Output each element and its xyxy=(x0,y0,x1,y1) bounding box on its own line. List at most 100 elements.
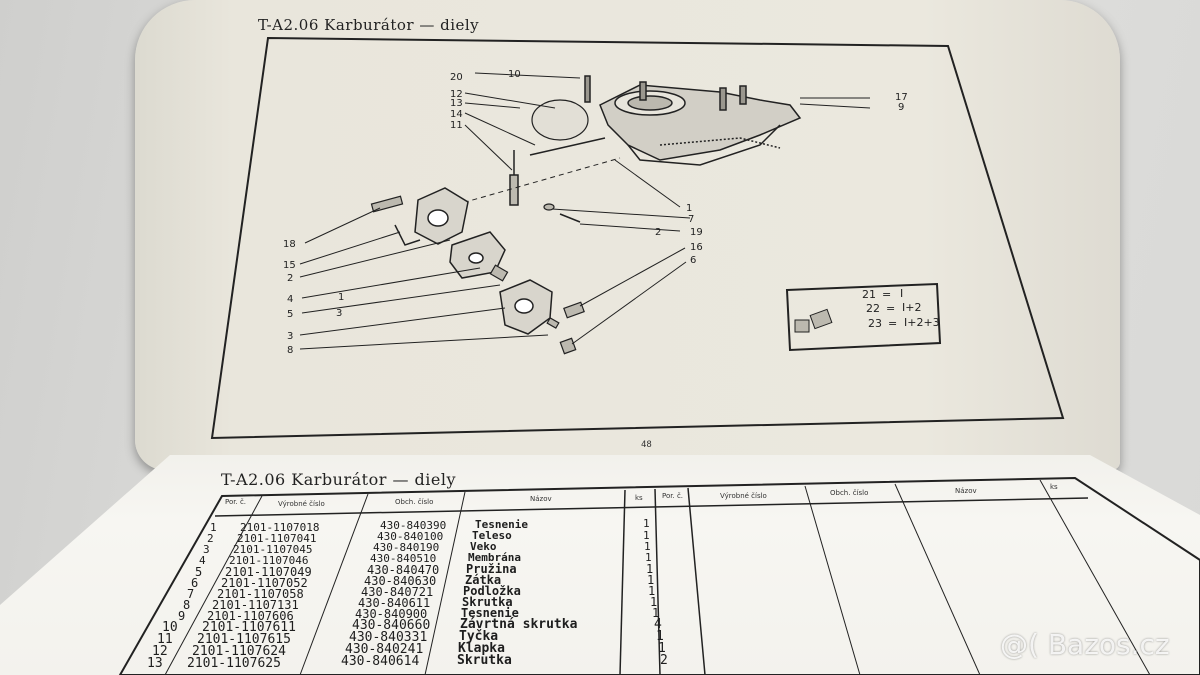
row-number: 6 xyxy=(191,576,199,590)
row-trade-number: 430-840721 xyxy=(361,585,434,599)
legend-box: 21 = I 22 = I+2 23 = I+2+3 xyxy=(785,282,942,352)
row-qty: 1 xyxy=(643,517,650,530)
page-number: 48 xyxy=(641,440,652,450)
header-vyrobne-2: Výrobné číslo xyxy=(720,492,767,500)
row-name: Veko xyxy=(470,540,497,553)
row-trade-number: 430-840100 xyxy=(377,530,444,543)
diagram-border xyxy=(210,36,1065,440)
callouts-right: 1 7 2 19 16 6 xyxy=(655,203,703,266)
row-trade-number: 430-840390 xyxy=(380,519,447,532)
header-por: Por. č. xyxy=(225,498,247,506)
row-part-number: 2101-1107045 xyxy=(233,543,313,556)
row-number: 10 xyxy=(162,620,178,635)
callout-14: 14 xyxy=(450,109,463,120)
callout-12: 12 xyxy=(450,89,463,100)
row-number: 4 xyxy=(199,554,206,567)
row-number: 11 xyxy=(157,632,173,647)
row-trade-number: 430-840510 xyxy=(370,552,437,565)
row-trade-number: 430-840470 xyxy=(367,563,440,577)
callout-inner-3: 3 xyxy=(336,308,342,319)
row-part-number: 2101-1107046 xyxy=(229,554,309,567)
throttle-flap xyxy=(531,99,589,141)
row-part-number: 2101-1107131 xyxy=(212,598,299,612)
row-name: Teleso xyxy=(472,529,512,542)
callout-18: 18 xyxy=(283,239,296,250)
legend-value-22: I+2 xyxy=(902,301,921,314)
row-qty: 1 xyxy=(644,540,651,553)
row-name: Klapka xyxy=(458,641,505,656)
row-part-number: 2101-1107625 xyxy=(187,656,281,671)
header-ks-2: ks xyxy=(1050,483,1058,491)
callouts-top: 20 10 12 13 14 11 17 9 xyxy=(450,69,908,131)
row-qty: 4 xyxy=(654,617,662,632)
row-part-number: 2101-1107606 xyxy=(207,609,294,623)
row-qty: 1 xyxy=(658,641,666,656)
valve-icon xyxy=(809,308,833,330)
lower-page-title: T-A2.06 Karburátor — diely xyxy=(221,470,457,489)
callout-3: 3 xyxy=(287,331,293,342)
pin xyxy=(559,213,581,223)
row-trade-number: 430-840241 xyxy=(345,642,424,657)
row-number: 7 xyxy=(187,587,195,601)
row-qty: 1 xyxy=(647,573,655,587)
callout-8: 8 xyxy=(287,345,293,356)
upper-page-title: T-A2.06 Karburátor — diely xyxy=(258,16,480,34)
row-part-number: 2101-1107049 xyxy=(225,565,312,579)
row-qty: 1 xyxy=(652,606,660,620)
row-name: Skrutka xyxy=(457,653,512,668)
legend-key-22: 22 xyxy=(866,302,880,315)
row-number: 5 xyxy=(195,565,203,579)
callout-20: 20 xyxy=(450,72,463,83)
legend-value-21: I xyxy=(900,287,903,300)
row-trade-number: 430-840630 xyxy=(364,574,437,588)
row-part-number: 2101-1107052 xyxy=(221,576,308,590)
callout-r-1: 1 xyxy=(686,203,692,214)
row-number: 3 xyxy=(203,543,210,556)
upper-page xyxy=(135,0,1120,470)
pump-cover xyxy=(414,187,469,245)
row-trade-number: 430-840614 xyxy=(341,654,420,669)
bracket-icon xyxy=(794,319,810,333)
row-name: Závrtná skrutka xyxy=(460,617,578,632)
row-trade-number: 430-840611 xyxy=(358,596,431,610)
header-vyrobne: Výrobné číslo xyxy=(278,500,325,508)
row-qty: 1 xyxy=(650,595,658,609)
row-trade-number: 430-840190 xyxy=(373,541,440,554)
screws xyxy=(370,195,585,355)
row-trade-number: 430-840331 xyxy=(349,630,428,645)
callout-5: 5 xyxy=(287,309,293,320)
row-part-number: 2101-1107041 xyxy=(237,532,317,545)
row-number: 1 xyxy=(210,521,217,534)
leader-lines-right xyxy=(551,97,871,345)
row-name: Pružina xyxy=(466,562,517,576)
callout-r-6: 6 xyxy=(690,255,696,266)
callouts-left: 18 15 2 4 5 3 8 1 3 xyxy=(283,239,344,356)
callout-r-19: 19 xyxy=(690,227,703,238)
callout-4: 4 xyxy=(287,294,293,305)
svg-text:=: = xyxy=(882,288,891,301)
row-qty: 2 xyxy=(660,653,668,668)
row-name: Tesnenie xyxy=(461,606,519,620)
row-qty: 1 xyxy=(648,584,656,598)
row-qty: 1 xyxy=(643,529,650,542)
callout-17: 17 xyxy=(895,92,908,103)
legend-key-21: 21 xyxy=(862,288,876,301)
row-part-number: 2101-1107615 xyxy=(197,632,291,647)
header-obch-2: Obch. číslo xyxy=(830,489,869,497)
callout-2: 2 xyxy=(287,273,293,284)
assembly-axis xyxy=(454,157,621,206)
callout-r-16: 16 xyxy=(690,242,703,253)
leader-lines-left xyxy=(299,72,581,350)
svg-text:=: = xyxy=(886,302,895,315)
callout-11: 11 xyxy=(450,120,463,131)
spring-clip xyxy=(394,224,421,246)
row-name: Tyčka xyxy=(459,629,499,644)
header-obch: Obch. číslo xyxy=(395,498,434,506)
svg-text:=: = xyxy=(888,317,897,330)
row-number: 2 xyxy=(207,532,214,545)
row-number: 12 xyxy=(152,644,168,659)
callout-9: 9 xyxy=(898,102,904,113)
callout-r-7: 7 xyxy=(688,214,694,225)
